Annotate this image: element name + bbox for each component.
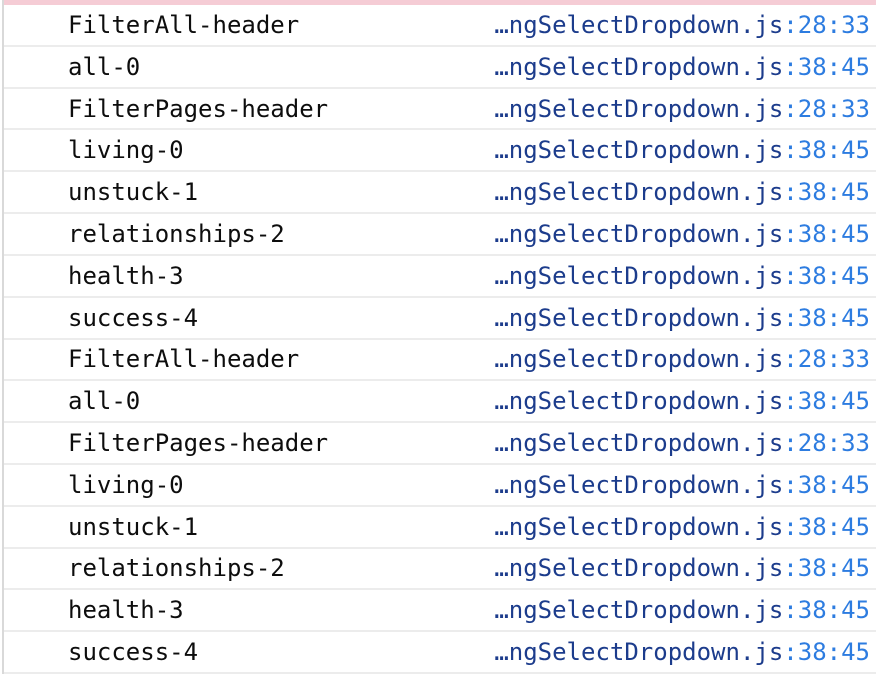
log-message-text: unstuck-1 (68, 178, 199, 207)
source-file-name: …ngSelectDropdown.js (494, 512, 784, 541)
console-log-row[interactable]: FilterAll-header …ngSelectDropdown.js:28… (4, 5, 876, 47)
console-log-row[interactable]: FilterPages-header …ngSelectDropdown.js:… (4, 423, 876, 465)
console-log-row[interactable]: unstuck-1 …ngSelectDropdown.js:38:45 (4, 172, 876, 215)
source-location-link[interactable]: …ngSelectDropdown.js:28:33 (494, 13, 870, 37)
log-message-text: all-0 (68, 387, 141, 416)
source-file-name: …ngSelectDropdown.js (494, 10, 784, 39)
source-location-link[interactable]: …ngSelectDropdown.js:38:45 (494, 556, 870, 580)
source-line-column: :28:33 (783, 10, 870, 39)
source-file-name: …ngSelectDropdown.js (494, 52, 784, 81)
source-location-link[interactable]: …ngSelectDropdown.js:38:45 (494, 640, 870, 664)
console-log-row[interactable]: health-3 …ngSelectDropdown.js:38:45 (4, 256, 876, 298)
console-log-row[interactable]: relationships-2 …ngSelectDropdown.js:38:… (4, 549, 876, 591)
source-line-column: :38:45 (783, 470, 870, 499)
source-location-link[interactable]: …ngSelectDropdown.js:38:45 (494, 473, 870, 497)
log-message-text: FilterAll-header (68, 10, 300, 39)
source-file-name: …ngSelectDropdown.js (494, 638, 784, 667)
source-file-name: …ngSelectDropdown.js (494, 554, 784, 583)
source-line-column: :38:45 (783, 387, 870, 416)
source-file-name: …ngSelectDropdown.js (494, 261, 784, 290)
log-message-text: success-4 (68, 638, 199, 667)
console-log-row[interactable]: success-4 …ngSelectDropdown.js:38:45 (4, 632, 876, 674)
source-line-column: :38:45 (783, 178, 870, 207)
console-log-row[interactable]: health-3 …ngSelectDropdown.js:38:45 (4, 590, 876, 633)
log-message-text: living-0 (68, 470, 184, 499)
source-file-name: …ngSelectDropdown.js (494, 470, 784, 499)
source-file-name: …ngSelectDropdown.js (494, 345, 784, 374)
source-location-link[interactable]: …ngSelectDropdown.js:28:33 (494, 97, 870, 121)
console-log-row[interactable]: unstuck-1 …ngSelectDropdown.js:38:45 (4, 507, 876, 549)
source-location-link[interactable]: …ngSelectDropdown.js:38:45 (494, 264, 870, 288)
log-message-text: relationships-2 (68, 554, 285, 583)
source-location-link[interactable]: …ngSelectDropdown.js:28:33 (494, 431, 870, 455)
source-file-name: …ngSelectDropdown.js (494, 596, 784, 625)
source-file-name: …ngSelectDropdown.js (494, 303, 784, 332)
console-log-row[interactable]: success-4 …ngSelectDropdown.js:38:45 (4, 298, 876, 340)
source-file-name: …ngSelectDropdown.js (494, 136, 784, 165)
console-message-area: FilterAll-header …ngSelectDropdown.js:28… (4, 0, 876, 674)
log-message-text: FilterPages-header (68, 94, 329, 123)
source-file-name: …ngSelectDropdown.js (494, 178, 784, 207)
source-location-link[interactable]: …ngSelectDropdown.js:38:45 (494, 598, 870, 622)
console-log-row[interactable]: all-0 …ngSelectDropdown.js:38:45 (4, 381, 876, 424)
source-line-column: :38:45 (783, 261, 870, 290)
source-line-column: :38:45 (783, 136, 870, 165)
source-line-column: :38:45 (783, 303, 870, 332)
console-log-row[interactable]: living-0 …ngSelectDropdown.js:38:45 (4, 465, 876, 507)
log-message-text: living-0 (68, 136, 184, 165)
source-line-column: :38:45 (783, 52, 870, 81)
source-line-column: :28:33 (783, 94, 870, 123)
console-log-row[interactable]: all-0 …ngSelectDropdown.js:38:45 (4, 47, 876, 89)
source-file-name: …ngSelectDropdown.js (494, 387, 784, 416)
source-location-link[interactable]: …ngSelectDropdown.js:38:45 (494, 389, 870, 413)
source-line-column: :38:45 (783, 596, 870, 625)
source-line-column: :38:45 (783, 219, 870, 248)
console-message-list: FilterAll-header …ngSelectDropdown.js:28… (4, 5, 876, 674)
log-message-text: all-0 (68, 52, 141, 81)
console-gutter-border (2, 0, 4, 674)
log-message-text: relationships-2 (68, 219, 285, 248)
source-line-column: :28:33 (783, 429, 870, 458)
error-row-strip (4, 0, 876, 5)
source-location-link[interactable]: …ngSelectDropdown.js:38:45 (494, 306, 870, 330)
source-location-link[interactable]: …ngSelectDropdown.js:38:45 (494, 222, 870, 246)
source-location-link[interactable]: …ngSelectDropdown.js:38:45 (494, 515, 870, 539)
source-location-link[interactable]: …ngSelectDropdown.js:38:45 (494, 55, 870, 79)
log-message-text: FilterAll-header (68, 345, 300, 374)
log-message-text: FilterPages-header (68, 429, 329, 458)
console-log-row[interactable]: FilterAll-header …ngSelectDropdown.js:28… (4, 340, 876, 382)
log-message-text: health-3 (68, 596, 184, 625)
source-line-column: :28:33 (783, 345, 870, 374)
log-message-text: unstuck-1 (68, 512, 199, 541)
source-location-link[interactable]: …ngSelectDropdown.js:38:45 (494, 138, 870, 162)
log-message-text: success-4 (68, 303, 199, 332)
console-log-row[interactable]: relationships-2 …ngSelectDropdown.js:38:… (4, 214, 876, 256)
source-file-name: …ngSelectDropdown.js (494, 94, 784, 123)
source-line-column: :38:45 (783, 638, 870, 667)
console-log-row[interactable]: living-0 …ngSelectDropdown.js:38:45 (4, 130, 876, 173)
source-line-column: :38:45 (783, 554, 870, 583)
source-location-link[interactable]: …ngSelectDropdown.js:38:45 (494, 180, 870, 204)
log-message-text: health-3 (68, 261, 184, 290)
source-location-link[interactable]: …ngSelectDropdown.js:28:33 (494, 347, 870, 371)
console-log-row[interactable]: FilterPages-header …ngSelectDropdown.js:… (4, 89, 876, 131)
source-file-name: …ngSelectDropdown.js (494, 219, 784, 248)
source-file-name: …ngSelectDropdown.js (494, 429, 784, 458)
source-line-column: :38:45 (783, 512, 870, 541)
